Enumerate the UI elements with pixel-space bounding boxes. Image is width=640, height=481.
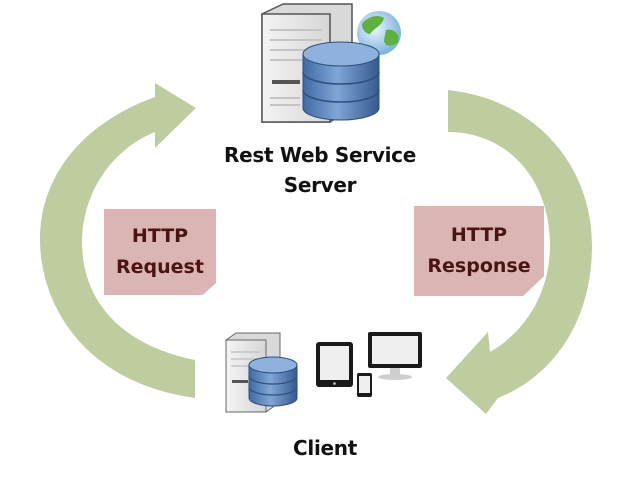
client-icon-group	[225, 332, 422, 413]
monitor-icon	[368, 332, 422, 380]
smartphone-icon	[357, 373, 372, 397]
client-database-icon	[248, 356, 298, 407]
response-arrow	[446, 90, 592, 414]
http-request-box: HTTP Request	[104, 209, 216, 295]
http-response-box: HTTP Response	[414, 206, 544, 296]
http-request-line2: Request	[116, 256, 204, 278]
server-title-line2: Server	[283, 173, 357, 197]
database-icon	[302, 41, 380, 121]
http-request-line1: HTTP	[131, 225, 189, 247]
server-title-line1: Rest Web Service	[224, 143, 416, 167]
globe-icon	[357, 11, 401, 55]
http-response-line2: Response	[427, 255, 531, 277]
server-title: Rest Web Service Server	[200, 140, 440, 200]
http-response-line1: HTTP	[450, 224, 508, 246]
request-arrow	[40, 83, 196, 398]
client-title: Client	[293, 436, 357, 460]
tablet-icon	[316, 342, 353, 387]
server-icon-group	[261, 3, 401, 123]
